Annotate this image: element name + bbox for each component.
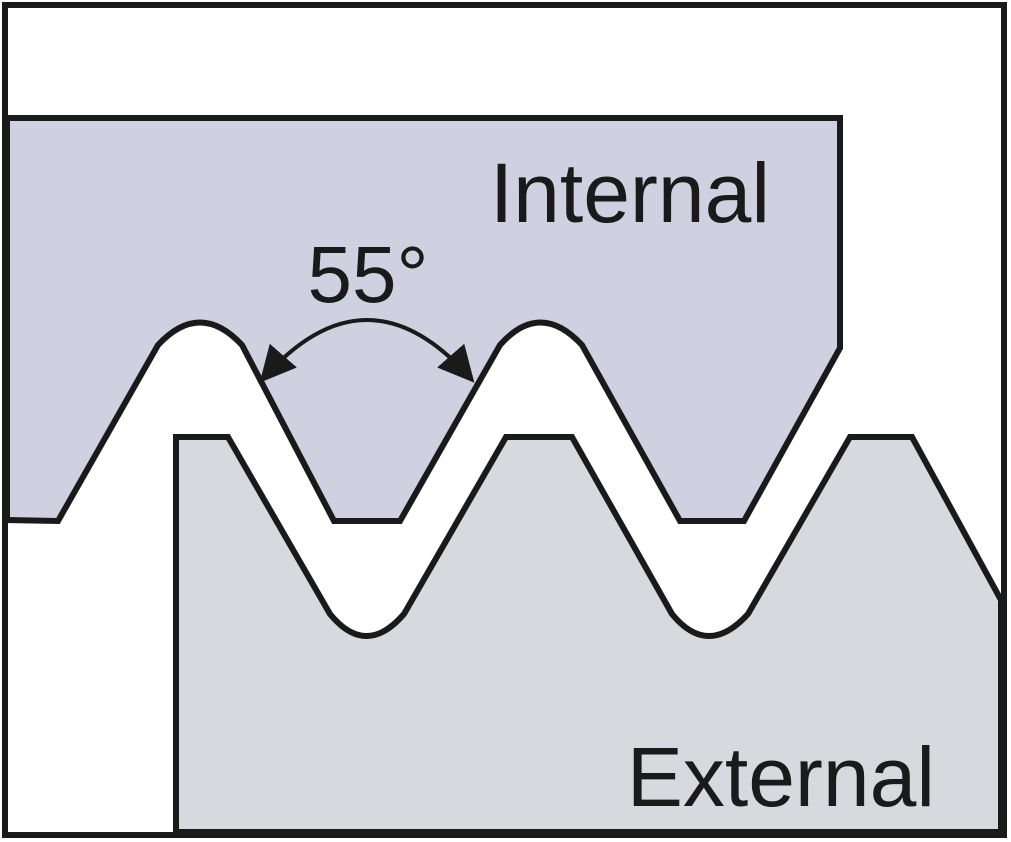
internal-label: Internal <box>490 146 770 240</box>
internal-thread-shape <box>4 115 843 525</box>
external-label: External <box>627 730 935 824</box>
external-thread-shape <box>173 434 1004 835</box>
angle-arc-arrow <box>259 318 475 383</box>
angle-label: 55° <box>308 230 429 319</box>
